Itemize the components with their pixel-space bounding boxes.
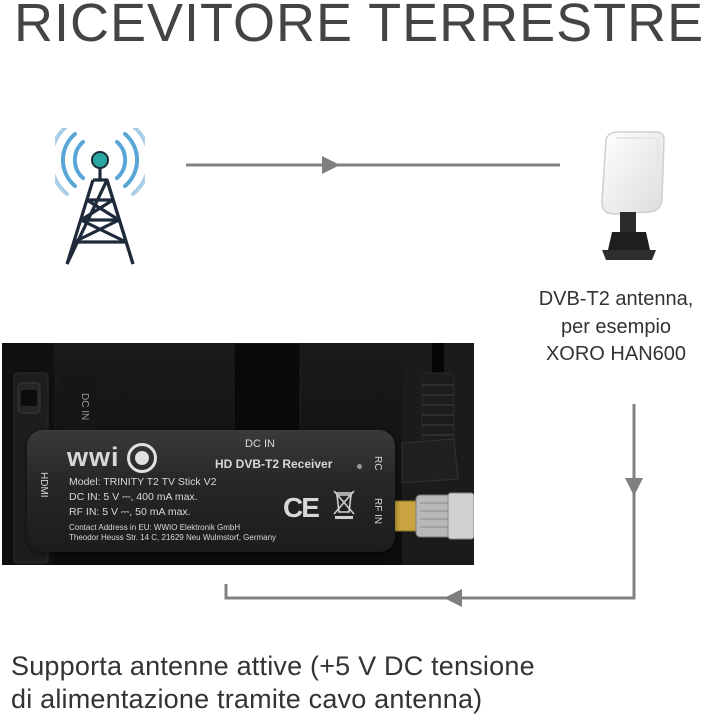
dc-spec-line: DC IN: 5 V ⎓, 400 mA max. bbox=[69, 491, 198, 503]
note-line: di alimentazione tramite cavo antenna) bbox=[11, 683, 483, 714]
product-title: HD DVB-T2 Receiver bbox=[215, 457, 333, 471]
model-line: Model: TRINITY T2 TV Stick V2 bbox=[69, 476, 217, 488]
arrow-head-right bbox=[322, 156, 340, 174]
rc-label: RC bbox=[372, 456, 383, 471]
side-dc-in-label: DC IN bbox=[79, 393, 90, 420]
rf-in-label: RF IN bbox=[372, 498, 383, 525]
transmission-tower-icon bbox=[55, 128, 145, 265]
contact-line: Contact Address in EU: WWIO Elektronik G… bbox=[69, 523, 241, 532]
brand-logo: wwi bbox=[67, 442, 120, 472]
hdmi-label: HDMI bbox=[38, 472, 49, 498]
arrow-head-down bbox=[625, 478, 643, 496]
dvb-t2-antenna-icon bbox=[601, 131, 665, 260]
rf-spec-line: RF IN: 5 V ⎓, 50 mA max. bbox=[69, 506, 191, 518]
antenna-caption-line: per esempio bbox=[560, 315, 672, 338]
dvb-t2-tv-stick: wwi DC IN HD DVB-T2 Receiver Model: TRIN… bbox=[27, 430, 395, 552]
page-title: RICEVITORE TERRESTRE bbox=[14, 0, 705, 53]
status-led bbox=[357, 464, 362, 469]
brand-logo-o-icon bbox=[127, 443, 157, 473]
contact-line: Theodor Heuss Str. 14 C, 21629 Neu Wulms… bbox=[69, 533, 277, 542]
dc-in-label: DC IN bbox=[245, 438, 275, 450]
ce-mark: CE bbox=[283, 492, 320, 523]
antenna-caption: DVB-T2 antenna, per esempio XORO HAN600 bbox=[512, 286, 720, 369]
antenna-caption-line: DVB-T2 antenna, bbox=[538, 288, 694, 310]
note-line: Supporta antenne attive (+5 V DC tension… bbox=[11, 651, 535, 681]
arrow-head-left bbox=[444, 589, 462, 607]
weee-bin-icon bbox=[333, 490, 355, 519]
antenna-caption-line: XORO HAN600 bbox=[545, 343, 687, 366]
active-antenna-note: Supporta antenne attive (+5 V DC tension… bbox=[11, 650, 711, 716]
